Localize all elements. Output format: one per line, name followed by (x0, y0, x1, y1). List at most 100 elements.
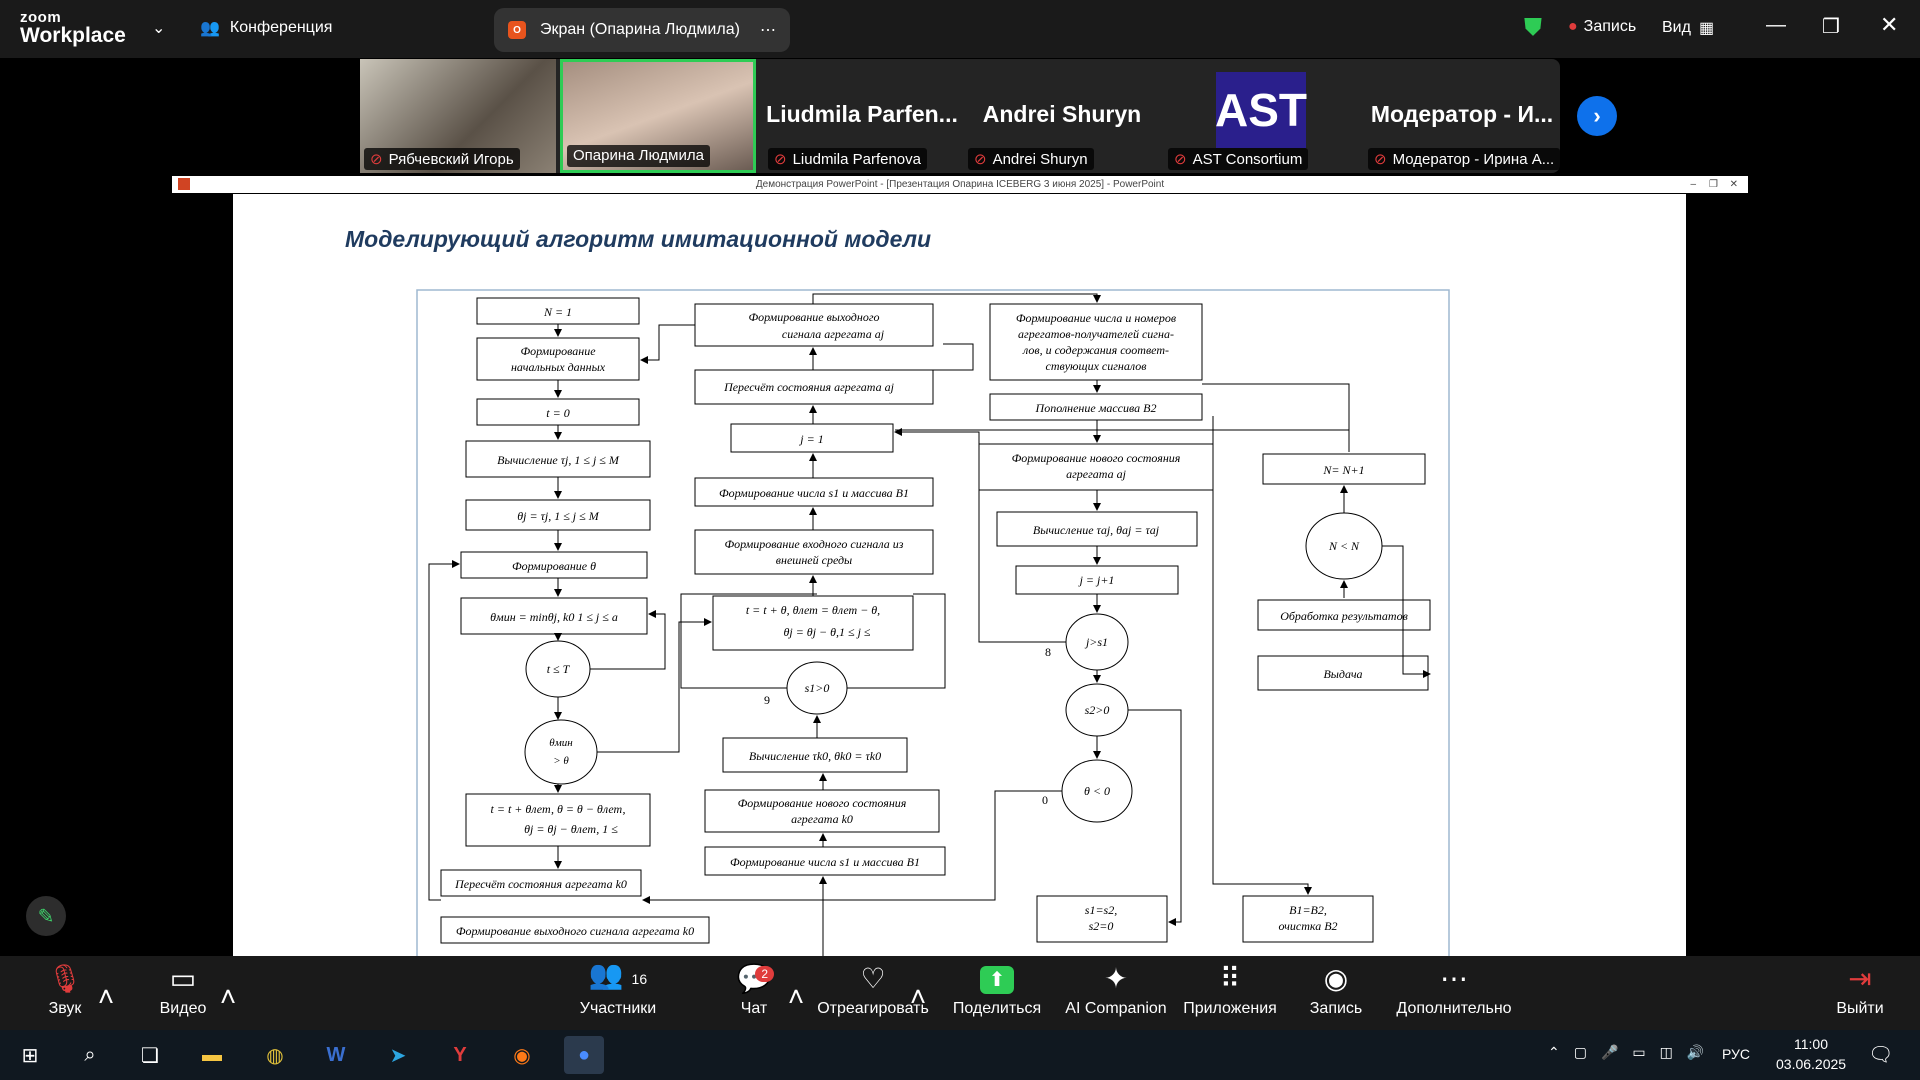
apps-icon: ⠿ (1219, 963, 1241, 994)
close-icon[interactable]: ✕ (1880, 12, 1899, 37)
language-indicator[interactable]: РУС (1722, 1046, 1751, 1062)
participant-tile[interactable]: Andrei Shuryn ⊘Andrei Shuryn (964, 59, 1160, 173)
box-j-inc (1015, 565, 1179, 595)
ppt-close-icon[interactable]: ✕ (1729, 179, 1738, 190)
record-label: Запись (1309, 1000, 1363, 1017)
zoom-taskbar-icon[interactable]: ● (564, 1036, 604, 1074)
screen-share-pill[interactable]: O Экран (Опарина Людмила) ⋯ (494, 8, 790, 52)
label-s1-s2-1: s1=s2, (1085, 903, 1117, 917)
meeting-info-button[interactable]: 👥 Конференция (200, 18, 332, 38)
search-icon[interactable]: ⌕ (84, 1043, 96, 1066)
telegram-icon[interactable]: ➤ (389, 1044, 407, 1067)
yandex-icon[interactable]: Y (453, 1043, 467, 1066)
box-form-s1-b (704, 846, 946, 876)
participant-tile[interactable]: ⊘Рябчевский Игорь (360, 59, 556, 173)
ppt-restore-icon[interactable]: ❐ (1709, 179, 1718, 190)
file-explorer-icon[interactable]: ▬ (202, 1043, 222, 1066)
participants-label: Участники (579, 1000, 657, 1017)
label-theta-tau: θj = τj, 1 ≤ j ≤ M (517, 509, 599, 523)
box-form-theta (460, 551, 648, 579)
video-options-chevron-icon[interactable]: ˄ (219, 981, 237, 1012)
participant-big-name: Andrei Shuryn (982, 101, 1142, 127)
label-t-theta-2: θj = θj − θ,1 ≤ j ≤ (783, 625, 870, 639)
audio-options-chevron-icon[interactable]: ˄ (97, 981, 115, 1012)
label-calc-tau: Вычисление τj, 1 ≤ j ≤ M (497, 453, 620, 467)
windows-taskbar: ⊞ ⌕ ❏ ▬ ◍ W ➤ Y ◉ ● ⌃▢🎤▭◫🔊 РУС 11:00 03.… (0, 1030, 1920, 1080)
label-n-inc: N= N+1 (1322, 463, 1364, 477)
participant-name: ⊘Рябчевский Игорь (364, 148, 520, 170)
security-shield-icon[interactable]: ⛊ (1524, 14, 1542, 41)
react-options-chevron-icon[interactable]: ˄ (909, 981, 927, 1012)
box-theta-tau (465, 499, 651, 531)
label-j-inc: j = j+1 (1078, 573, 1115, 587)
audio-button[interactable]: 🎙 Звук (40, 956, 90, 1030)
diagram-frame (416, 289, 1450, 956)
participant-tile-active[interactable]: Опарина Людмила (560, 59, 756, 173)
participants-button[interactable]: 👥 16 Участники (574, 956, 662, 1030)
label-n-init: N = 1 (543, 305, 572, 319)
video-button[interactable]: ▭ Видео (158, 956, 208, 1030)
leave-icon: ⇥ (1848, 963, 1872, 994)
participant-tile[interactable]: Liudmila Parfen... ⊘Liudmila Parfenova (764, 59, 960, 173)
participant-name: Опарина Людмила (567, 145, 710, 167)
label-theta-min-cond-1: θмин (549, 737, 573, 749)
chrome-icon[interactable]: ◍ (266, 1044, 284, 1067)
ppt-minimize-icon[interactable]: – (1690, 179, 1696, 190)
clock[interactable]: 11:00 03.06.2025 (1776, 1034, 1846, 1074)
label-branch-8: 8 (1045, 645, 1051, 659)
camera-icon: ▭ (169, 963, 197, 994)
react-button[interactable]: ♡ Отреагировать (817, 956, 929, 1030)
participant-name: ⊘AST Consortium (1168, 148, 1309, 170)
label-calc-tau-aj: Вычисление τaj, θaj = τaj (1033, 523, 1160, 537)
ast-avatar: AST (1215, 72, 1307, 148)
box-t-update (465, 793, 651, 847)
muted-mic-icon: ⊘ (1174, 151, 1187, 168)
zoom-logo: zoom Workplace (20, 10, 126, 46)
label-output-aj-1: Формирование выходного (748, 310, 879, 324)
muted-mic-icon: ⊘ (370, 151, 383, 168)
label-input-signal-1: Формирование входного сигнала из (725, 537, 904, 551)
label-t-le-T: t ≤ T (547, 662, 571, 676)
windows-start-icon[interactable]: ⊞ (21, 1044, 39, 1067)
word-icon[interactable]: W (326, 1043, 346, 1066)
more-options-icon[interactable]: ⋯ (760, 22, 776, 39)
share-button[interactable]: ⬆ Поделиться (950, 956, 1044, 1030)
leave-button[interactable]: ⇥ Выйти (1836, 956, 1884, 1030)
muted-mic-icon: ⊘ (1374, 151, 1387, 168)
record-button[interactable]: ◉ Запись (1306, 956, 1366, 1030)
box-s1-s2 (1036, 895, 1168, 943)
box-theta-min (460, 597, 648, 635)
more-button[interactable]: ⋯ Дополнительно (1396, 956, 1512, 1030)
minimize-icon[interactable]: — (1766, 14, 1786, 36)
chat-badge: 2 (755, 966, 774, 982)
more-label: Дополнительно (1396, 1000, 1512, 1017)
box-output-k0 (440, 916, 710, 944)
meeting-label: Конференция (229, 19, 333, 36)
box-n-init (476, 297, 640, 325)
participant-tile[interactable]: AST ⊘AST Consortium (1164, 59, 1360, 173)
ai-companion-button[interactable]: ✦ AI Companion (1064, 956, 1168, 1030)
next-page-arrow-icon[interactable]: › (1577, 96, 1617, 136)
box-b2 (989, 393, 1203, 421)
recording-indicator[interactable]: ● Запись (1568, 18, 1636, 36)
view-button[interactable]: Вид ▦ (1662, 18, 1714, 38)
chat-button[interactable]: 💬 Чат 2 (730, 956, 778, 1030)
box-output-aj (694, 303, 934, 347)
label-j-gt-s1: j>s1 (1084, 635, 1108, 649)
notifications-icon[interactable]: 🗨 (1868, 1044, 1894, 1066)
system-tray-icons[interactable]: ⌃▢🎤▭◫🔊 (1548, 1044, 1719, 1060)
restore-icon[interactable]: ❐ (1822, 16, 1840, 38)
task-view-icon[interactable]: ❏ (141, 1044, 159, 1067)
participant-name: ⊘Andrei Shuryn (968, 148, 1094, 170)
chat-options-chevron-icon[interactable]: ˄ (787, 981, 805, 1012)
apps-button[interactable]: ⠿ Приложения (1182, 956, 1278, 1030)
chevron-down-icon[interactable]: ⌄ (152, 20, 166, 37)
box-receivers (989, 303, 1203, 381)
participant-tile[interactable]: Модератор - И... ⊘Модератор - Ирина А... (1364, 59, 1560, 173)
annotate-pen-icon[interactable]: ✎ (26, 896, 66, 936)
label-s2-pos: s2>0 (1085, 703, 1110, 717)
label-theta-neg: θ < 0 (1084, 784, 1110, 798)
firefox-icon[interactable]: ◉ (513, 1044, 531, 1067)
participants-icon: 👥 16 (588, 959, 648, 990)
react-label: Отреагировать (817, 1000, 929, 1017)
